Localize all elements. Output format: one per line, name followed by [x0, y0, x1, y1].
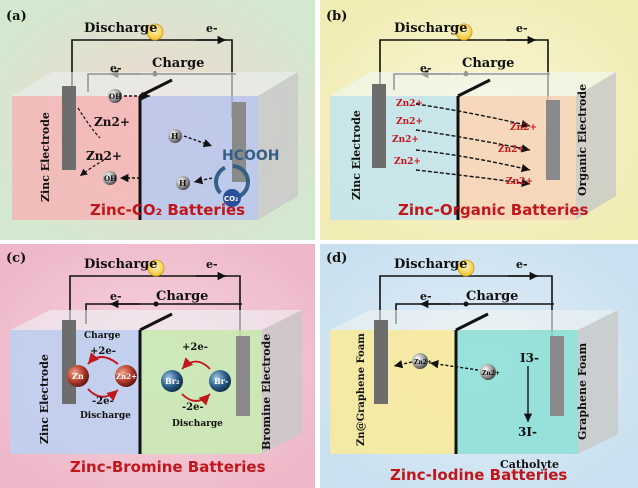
charge-arrow-left — [87, 352, 119, 365]
tank-side — [258, 72, 298, 220]
tank-side — [576, 72, 616, 220]
tank-side — [262, 310, 302, 454]
membrane-top — [139, 312, 173, 332]
zn-flow-arrow-1 — [415, 103, 531, 129]
tank-side — [578, 310, 618, 454]
left-compartment — [330, 330, 456, 454]
zn-ion-b — [480, 364, 496, 380]
zn-flow-arrow-3 — [415, 149, 531, 173]
zn-ion — [115, 365, 137, 387]
zn-ion-a — [412, 353, 428, 369]
bulb-icon — [146, 23, 164, 41]
h-ion-bottom — [176, 176, 190, 190]
bulb-icon — [455, 23, 473, 41]
br2-molecule — [161, 370, 183, 392]
zn-deposit-arrow — [79, 159, 105, 177]
discharge-arrow-left — [87, 388, 119, 402]
membrane-top — [457, 78, 491, 98]
tank-back — [10, 310, 302, 330]
h-flow-arrow-back — [193, 176, 213, 185]
right-electrode — [232, 102, 246, 182]
tank-back — [12, 72, 298, 96]
zn-flow-arrow — [429, 360, 479, 371]
bulb-icon — [457, 259, 475, 277]
graphene-electrode — [550, 336, 564, 416]
zn-atom — [67, 365, 89, 387]
discharge-arrow-right — [181, 393, 211, 406]
h-ion-top — [168, 129, 182, 143]
junction-dot — [153, 301, 159, 307]
left-compartment — [330, 96, 458, 220]
panel-zinc-bromine: (c) Discharge Charge e- e- Zinc Electrod… — [0, 244, 315, 488]
membrane-top — [455, 312, 489, 332]
panel-zinc-organic: (b) Discharge Charge e- e- Zinc Electrod… — [320, 0, 638, 240]
zinc-electrode — [62, 320, 76, 404]
bulb-icon — [147, 259, 165, 277]
zinc-electrode — [372, 84, 386, 168]
zn-flow-arrow-2 — [415, 129, 531, 153]
zinc-electrode — [62, 86, 76, 170]
br-ion — [209, 370, 231, 392]
panel-zinc-iodine: (d) Discharge Charge e- e- Zn@Graphene F… — [320, 244, 638, 488]
zn-flow-arrow-4 — [415, 169, 531, 188]
panel-zinc-co2: (a) Discharge Charge e- e- Zinc Electrod… — [0, 0, 315, 240]
zn-flow-arrow-short — [393, 360, 413, 369]
bromine-electrode — [236, 336, 250, 416]
charge-arrow-right — [181, 357, 211, 370]
tank-back — [330, 72, 616, 96]
junction-dot — [463, 301, 469, 307]
oh-ion-top — [108, 89, 122, 103]
co2-molecule — [223, 189, 241, 207]
organic-electrode — [546, 100, 560, 180]
zinc-graphene-electrode — [374, 320, 388, 404]
zn-dissolve-arrow — [77, 107, 101, 139]
oh-ion-bottom — [103, 171, 117, 185]
